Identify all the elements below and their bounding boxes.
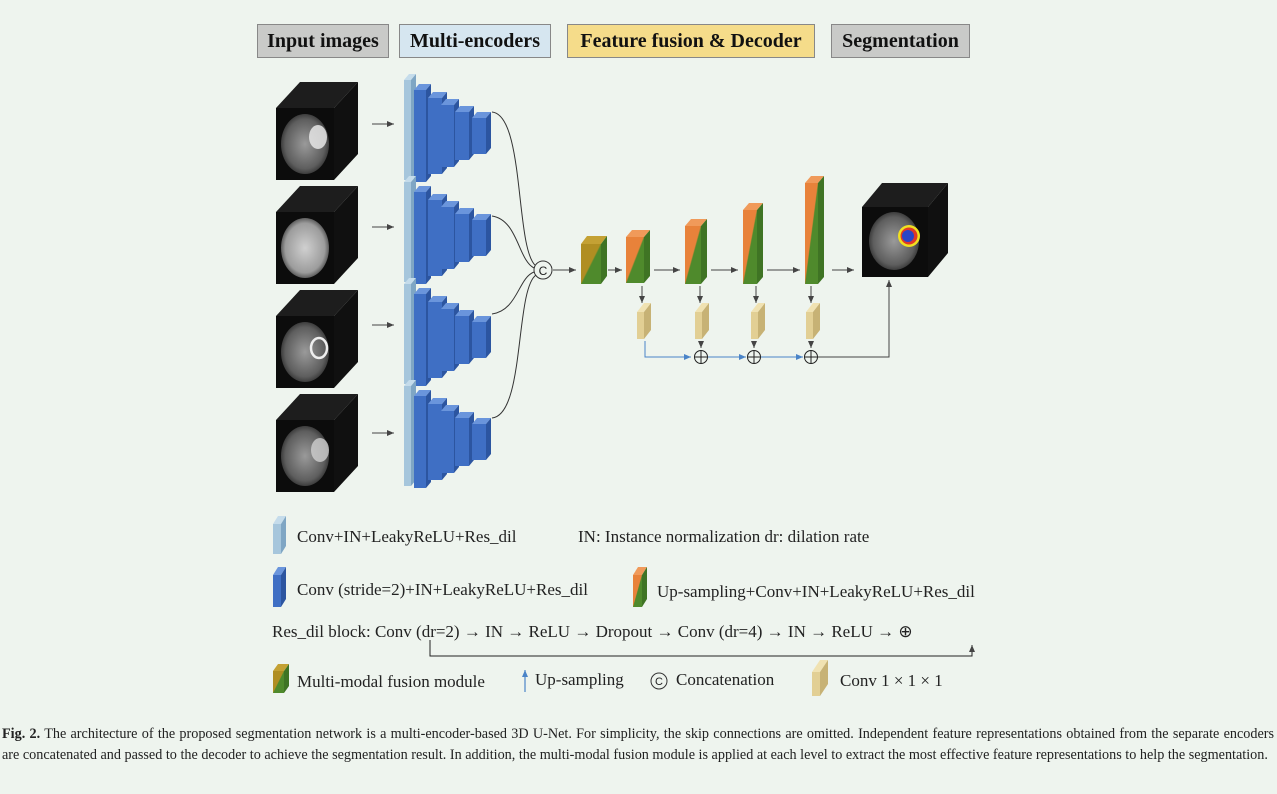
input-to-encoder-arrows: [372, 121, 394, 436]
encoder-block: [472, 316, 491, 358]
res-dil-skip-connection: [429, 640, 975, 657]
decoder-block-3: [743, 203, 763, 284]
input-cube-4: [276, 394, 358, 492]
architecture-diagram: C: [273, 74, 975, 696]
add-node-1: [694, 350, 708, 364]
encoder-block: [455, 208, 474, 262]
input-cube-1: [276, 82, 358, 180]
legend-res-dil-definition: Res_dil block: Conv (dr=2) → IN → ReLU →…: [272, 622, 913, 641]
legend-conv-in-label: Conv+IN+LeakyReLU+Res_dil: [297, 527, 517, 546]
header-multi-encoders: Multi-encoders: [399, 24, 551, 58]
legend-conv111-label: Conv 1 × 1 × 1: [840, 671, 943, 690]
legend-fusion-module-label: Multi-modal fusion module: [297, 672, 485, 691]
legend-concatenation-icon: C: [650, 672, 668, 690]
concat-symbol: C: [539, 264, 548, 278]
encoder-block: [472, 112, 491, 154]
legend-conv111-icon: [812, 660, 828, 696]
header-segmentation: Segmentation: [831, 24, 970, 58]
encoder-block: [472, 418, 491, 460]
legend-encoder-block-icon: [273, 567, 286, 607]
conv111-block-1: [637, 286, 651, 339]
legend-conv-stride-label: Conv (stride=2)+IN+LeakyReLU+Res_dil: [297, 580, 588, 599]
legend-upsampling-label: Up-sampling: [535, 670, 624, 689]
add-node-2: [747, 350, 761, 364]
add-node-3: [804, 350, 818, 364]
caption-text: The architecture of the proposed segment…: [2, 726, 1275, 763]
final-to-output-connection: [818, 280, 892, 358]
legend-upsampling-block-icon: [633, 567, 647, 607]
conv111-block-2: [695, 286, 709, 339]
encoder-stack-2: [404, 176, 491, 284]
conv111-block-3: [751, 286, 765, 339]
legend-fusion-module-icon: [273, 664, 289, 693]
legend-in-definition: IN: Instance normalization dr: dilation …: [578, 527, 870, 546]
encoder-block: [472, 214, 491, 256]
encoder-stack-4: [404, 380, 491, 488]
multi-encoder-stacks: [404, 74, 491, 488]
encoder-block: [455, 106, 474, 160]
header-input-images: Input images: [257, 24, 389, 58]
input-cube-3: [276, 290, 358, 388]
header-feature-fusion-decoder: Feature fusion & Decoder: [567, 24, 815, 58]
legend-concat-symbol: C: [655, 676, 663, 688]
decoder-block-1: [626, 230, 650, 283]
decoder-blocks: [626, 176, 824, 284]
segmentation-output-cube: [862, 183, 948, 277]
encoder-block: [455, 412, 474, 466]
concatenation-node: C: [533, 260, 553, 280]
encoder-stack-1: [404, 74, 491, 182]
encoder-block: [455, 310, 474, 364]
decoder-block-4: [805, 176, 824, 284]
input-cube-2: [276, 186, 358, 284]
encoder-to-concat-curves: [491, 111, 537, 419]
upsampling-connection: [644, 341, 691, 360]
caption-label: Fig. 2.: [2, 726, 41, 742]
conv-1x1x1-blocks: [637, 280, 892, 364]
conv111-block-4: [806, 286, 820, 339]
fusion-block-initial: [581, 236, 607, 284]
encoder-stack-3: [404, 278, 491, 386]
legend-upsampling-block-label: Up-sampling+Conv+IN+LeakyReLU+Res_dil: [657, 582, 975, 601]
decoder-block-2: [685, 219, 707, 284]
figure-caption: Fig. 2. The architecture of the proposed…: [2, 724, 1274, 766]
legend-concatenation-label: Concatenation: [676, 670, 775, 689]
legend-light-block-icon: [273, 516, 286, 554]
